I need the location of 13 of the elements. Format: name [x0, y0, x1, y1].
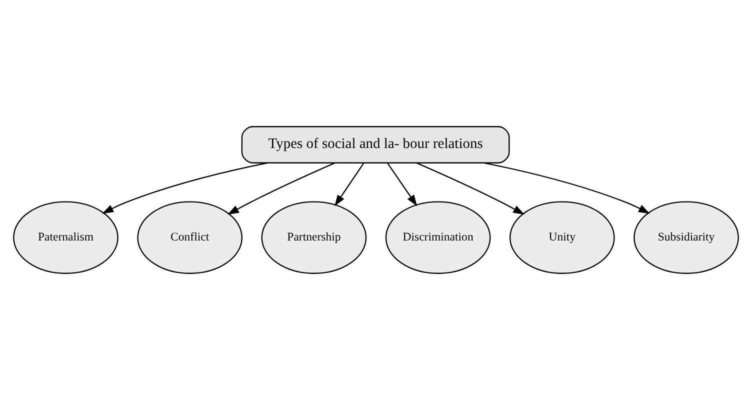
arrow: [227, 162, 336, 215]
node-ellipse: Unity: [509, 201, 615, 274]
node-ellipse: Paternalism: [13, 201, 118, 274]
node-ellipse: Subsidiarity: [634, 201, 739, 274]
node-ellipse: Discrimination: [385, 201, 491, 274]
node-box: Types of social and la- bour relations: [241, 126, 510, 164]
arrow: [416, 162, 525, 215]
node-ellipse: Partnership: [261, 201, 367, 274]
arrow: [102, 162, 268, 214]
arrow: [387, 162, 418, 206]
arrow: [484, 162, 650, 214]
arrow: [334, 162, 364, 206]
node-ellipse: Conflict: [137, 201, 243, 274]
